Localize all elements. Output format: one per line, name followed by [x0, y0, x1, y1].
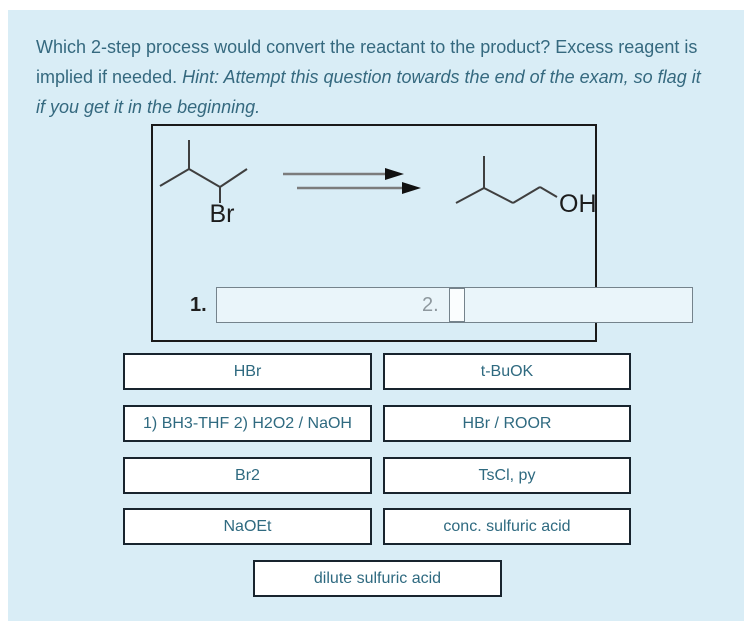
- answer-option-tbuok[interactable]: t-BuOK: [383, 353, 631, 390]
- answer-option-hbr-roor[interactable]: HBr / ROOR: [383, 405, 631, 442]
- molecule-product: [455, 156, 558, 204]
- answer-option-bh3-thf-h2o2-naoh[interactable]: 1) BH3-THF 2) H2O2 / NaOH: [123, 405, 372, 442]
- blank-2-label: 2.: [422, 294, 439, 316]
- blank-2-drop-slot[interactable]: [449, 288, 465, 322]
- blank-1-drop-zone[interactable]: 2.: [216, 287, 693, 323]
- answer-option-naoet[interactable]: NaOEt: [123, 508, 372, 545]
- question-panel: Which 2-step process would convert the r…: [8, 10, 744, 621]
- answer-option-hbr[interactable]: HBr: [123, 353, 372, 390]
- question-hint-italic: Hint: Attempt this question towards the …: [36, 67, 701, 117]
- molecule-reactant: [159, 140, 248, 203]
- question-text: Which 2-step process would convert the r…: [36, 32, 714, 122]
- answer-option-br2[interactable]: Br2: [123, 457, 372, 494]
- answer-option-dilute-sulfuric-acid[interactable]: dilute sulfuric acid: [253, 560, 502, 597]
- reaction-diagram-svg: Br OH: [159, 140, 595, 228]
- answer-option-tscl-py[interactable]: TsCl, py: [383, 457, 631, 494]
- answer-option-conc-sulfuric-acid[interactable]: conc. sulfuric acid: [383, 508, 631, 545]
- blank-1-label: 1.: [190, 294, 207, 316]
- reactant-br-label: Br: [210, 200, 235, 228]
- question-text-regular: Which 2-step process would convert the r…: [36, 37, 698, 87]
- reaction-arrows-icon: [283, 168, 421, 194]
- product-oh-label: OH: [559, 190, 595, 218]
- reaction-diagram-box: Br OH: [151, 124, 597, 342]
